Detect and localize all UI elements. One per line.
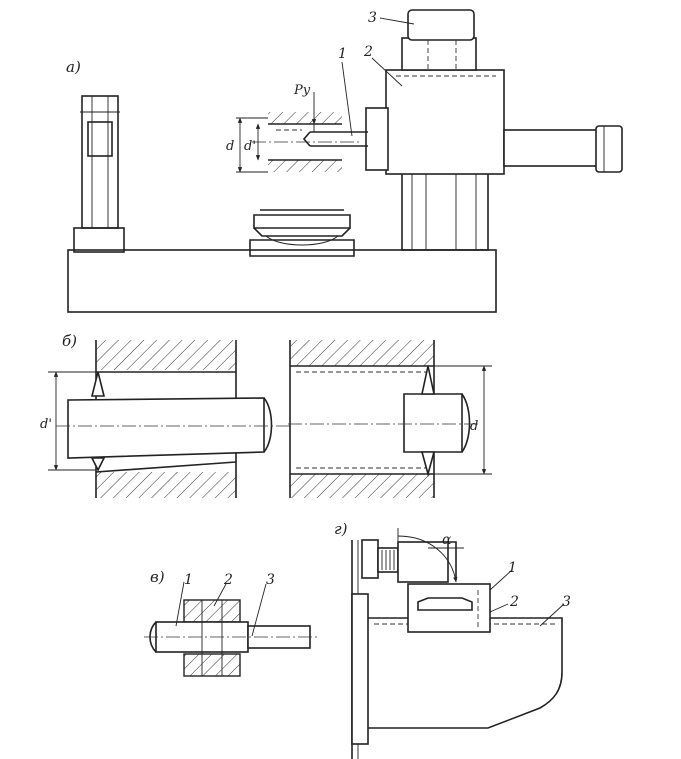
head-block-2 — [385, 69, 505, 175]
view-b-label: б) — [62, 332, 77, 350]
callout-1: 1 — [338, 46, 347, 62]
motor-3 — [401, 9, 477, 71]
angle-alpha-label: α — [442, 532, 452, 548]
view-b-dim-d: d — [434, 365, 492, 475]
view-v-callout-3: 3 — [266, 572, 275, 588]
right-arm — [503, 125, 623, 173]
view-v-bushing: в) 1 2 3 — [144, 568, 318, 677]
force-label: Pу — [293, 83, 311, 98]
right-straight-bore — [288, 340, 478, 498]
view-g-callout-2: 2 — [509, 594, 519, 610]
callout-2: 2 — [363, 44, 373, 60]
left-tapered-bore — [56, 340, 290, 498]
view-v-callout-1: 1 — [184, 572, 193, 588]
view-g-callout-1: 1 — [508, 560, 517, 576]
block-2 — [407, 583, 491, 633]
dim-d-prime-label: d' — [244, 139, 256, 154]
view-b-dim-d-prime: d' — [40, 371, 96, 471]
machine-bed — [67, 249, 497, 313]
view-v-label: в) — [150, 568, 165, 586]
view-v-callout-2: 2 — [223, 572, 233, 588]
view-a-machine: а) — [66, 9, 623, 313]
view-g-fixture: г) α 1 2 3 — [334, 520, 571, 759]
callout-3: 3 — [368, 10, 377, 26]
bore-tool-1 — [302, 124, 368, 147]
dimension-d: d d' — [226, 117, 268, 173]
support-column — [401, 169, 489, 251]
view-a-label: а) — [66, 58, 81, 76]
view-g-label: г) — [334, 520, 348, 538]
bore-workpiece — [252, 112, 360, 172]
micrometer-head — [361, 539, 457, 583]
dim-d-label: d — [226, 139, 234, 154]
view-g-callout-3: 3 — [562, 594, 571, 610]
left-column — [73, 95, 125, 253]
view-b-bores: б) d' — [40, 332, 492, 498]
bed-fixture — [249, 209, 355, 257]
view-b-dim-d-label: d — [470, 419, 478, 434]
view-b-dim-d-prime-label: d' — [40, 417, 52, 432]
